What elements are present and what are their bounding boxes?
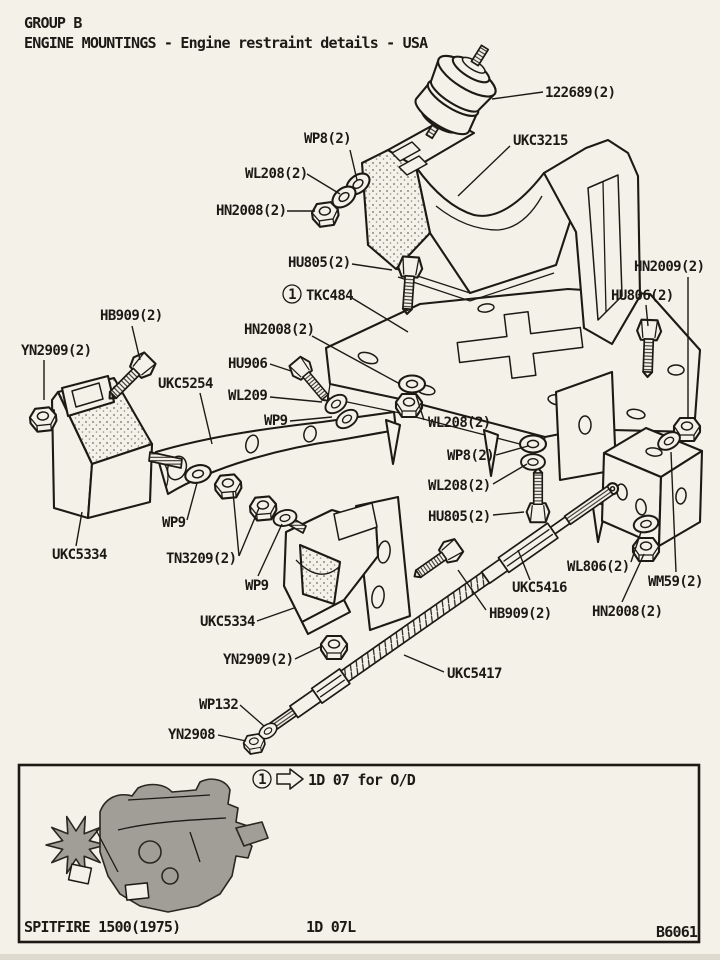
part-label-hn2008-c: HN2008(2)	[592, 604, 662, 620]
part-mount-ukc5334-lower	[282, 495, 412, 636]
part-label-tkc484: TKC484	[306, 288, 353, 304]
scan-edge	[0, 954, 720, 960]
part-label-ukc5416: UKC5416	[512, 580, 567, 596]
part-label-hb909-b: HB909(2)	[489, 606, 552, 622]
part-label-wp8-a: WP8(2)	[304, 131, 351, 147]
part-label-wp8-b: WP8(2)	[447, 448, 494, 464]
footer-box	[17, 763, 701, 944]
arrow-right-icon	[276, 768, 304, 790]
part-label-hu805-b: HU805(2)	[428, 509, 491, 525]
artwork	[28, 44, 704, 756]
footer-panel: 1 1D 07 for O/D SPITFIRE 1500(1975) 1D 0…	[17, 763, 701, 944]
part-label-hb909-a: HB909(2)	[100, 308, 163, 324]
part-label-wp132: WP132	[199, 697, 238, 713]
model-caption: SPITFIRE 1500(1975)	[24, 918, 180, 936]
part-bracket-ukc3215	[360, 116, 642, 346]
part-label-hn2009: HN2009(2)	[634, 259, 704, 275]
part-label-yn2908: YN2908	[168, 727, 215, 743]
part-label-ukc5334-b: UKC5334	[200, 614, 255, 630]
part-label-hn2008-b: HN2008(2)	[244, 322, 314, 338]
engine-illustration	[45, 778, 269, 913]
part-label-yn2909-a: YN2909(2)	[21, 343, 91, 359]
part-label-hu906: HU906	[228, 356, 267, 372]
part-labels: 122689(2) WP8(2) WL208(2) HN2008(2) UKC3…	[21, 85, 705, 743]
part-label-hu805-a: HU805(2)	[288, 255, 351, 271]
part-mount-ukc5334-left	[36, 374, 183, 520]
part-label-ukc5417: UKC5417	[447, 666, 502, 682]
footnote-circle-icon	[252, 769, 272, 789]
group-heading: GROUP B	[24, 14, 82, 32]
part-label-ukc5334-a: UKC5334	[52, 547, 107, 563]
footnote-ref: 1	[258, 772, 266, 788]
part-label-yn2909-b: YN2909(2)	[223, 652, 293, 668]
part-label-wl208-a: WL208(2)	[245, 166, 308, 182]
fan-icon	[45, 815, 107, 875]
part-label-wp9-c: WP9	[245, 578, 269, 594]
page-title: ENGINE MOUNTINGS - Engine restraint deta…	[24, 34, 428, 52]
page-code: 1D 07L	[306, 918, 356, 936]
part-label-wl208-c: WL208(2)	[428, 478, 491, 494]
part-label-wm59: WM59(2)	[648, 574, 703, 590]
figure-code: B6061	[656, 923, 698, 941]
footnote-ref: 1	[288, 287, 296, 303]
part-label-wl208-b: WL208(2)	[428, 415, 491, 431]
part-label-wp9-b: WP9	[162, 515, 186, 531]
part-label-wl209: WL209	[228, 388, 267, 404]
part-label-ukc3215: UKC3215	[513, 133, 568, 149]
part-label-wl806: WL806(2)	[567, 559, 630, 575]
part-label-hu806: HU806(2)	[611, 288, 674, 304]
part-label-122689: 122689(2)	[545, 85, 615, 101]
part-label-hn2008-a: HN2008(2)	[216, 203, 286, 219]
leader-lines	[43, 91, 689, 742]
footnote-text: 1D 07 for O/D	[308, 771, 416, 789]
part-label-wp9-a: WP9	[264, 413, 288, 429]
part-label-tn3209: TN3209(2)	[166, 551, 236, 567]
footnote-circle-icon	[282, 284, 302, 304]
part-rubber-mount-122689	[414, 44, 497, 140]
part-label-ukc5254: UKC5254	[158, 376, 213, 392]
